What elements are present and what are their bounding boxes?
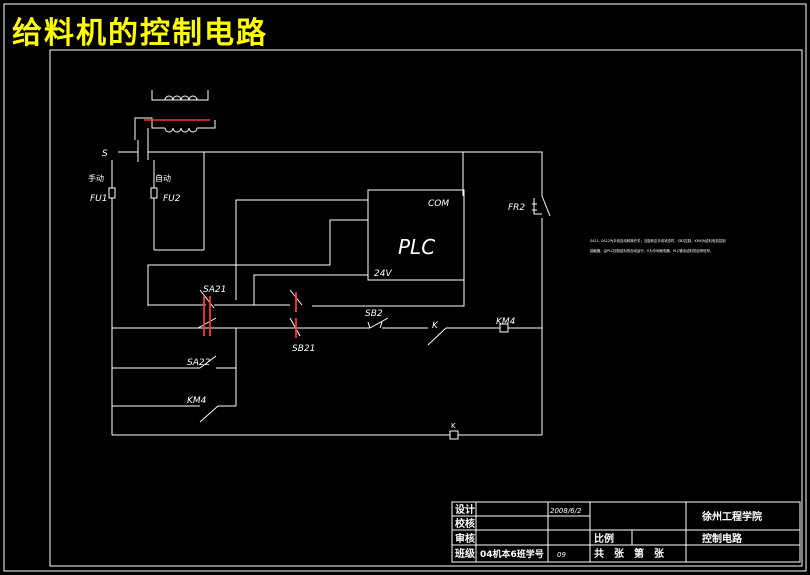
tb-scale: 比例 — [594, 532, 614, 545]
label-sb2: SB2 — [365, 309, 383, 319]
tb-review: 审核 — [455, 532, 475, 545]
tb-class-value: 04机本6班学号 — [480, 548, 544, 560]
highlight-bars — [203, 292, 297, 338]
tb-check: 校核 — [455, 517, 475, 530]
main-switch-s — [118, 128, 463, 162]
label-sb21: SB21 — [292, 344, 315, 354]
fuse-fu1 — [108, 160, 116, 260]
label-24v: 24V — [374, 269, 392, 279]
page-title: 给料机的控制电路 — [12, 16, 268, 51]
label-sa21: SA21 — [203, 285, 226, 295]
plc-24v-wire — [253, 274, 368, 305]
label-km4-coil: KM4 — [496, 317, 516, 327]
label-plc: PLC — [398, 235, 435, 259]
tb-class: 班级 — [455, 547, 476, 560]
thermal-relay-fr2 — [532, 195, 551, 435]
button-sb2 — [369, 317, 389, 329]
contact-k — [427, 327, 447, 346]
coil-k — [449, 430, 459, 440]
fuse-fu2 — [150, 152, 205, 251]
inner-frame — [49, 49, 803, 567]
label-k-contact: K — [432, 321, 439, 331]
tb-school: 徐州工程学院 — [701, 510, 762, 523]
plc-block — [367, 189, 465, 281]
tb-student-no: 09 — [557, 551, 566, 559]
label-sa22: SA22 — [187, 358, 211, 368]
switch-sa22 — [199, 355, 217, 369]
title-block — [451, 501, 801, 563]
note-line-1: SA21, SA22为手动自动转换开关；当旋转至手动状态时，SB2控制，KM4为… — [590, 238, 726, 243]
note-line-2: 接触器，由PLC控制给料的自动运行，K为中间继电器，PLC输出给料的启停信号。 — [590, 248, 713, 253]
tb-date: 2008/6/2 — [550, 507, 582, 515]
label-km4-contact: KM4 — [187, 396, 207, 406]
label-k-coil: K — [451, 422, 456, 430]
label-fu1: FU1 — [90, 194, 108, 204]
label-com: COM — [428, 199, 449, 209]
tb-sheets: 共 张 第 张 — [594, 547, 665, 560]
contact-km4 — [199, 405, 219, 423]
label-fr2: FR2 — [508, 203, 525, 213]
plc-wire-a — [147, 219, 368, 306]
label-s: S — [102, 149, 108, 159]
label-fu2: FU2 — [163, 194, 181, 204]
plc-output-wire — [312, 238, 465, 307]
switch-sa21 — [199, 289, 215, 309]
transformer-symbol — [134, 90, 216, 140]
plc-input-wire — [235, 199, 368, 300]
tb-drawing-name: 控制电路 — [702, 532, 743, 545]
label-auto: 自动 — [155, 173, 171, 183]
label-manual: 手动 — [88, 173, 104, 183]
right-rail-top — [204, 151, 543, 196]
outer-border — [3, 3, 807, 572]
tb-design: 设计 — [455, 503, 475, 516]
